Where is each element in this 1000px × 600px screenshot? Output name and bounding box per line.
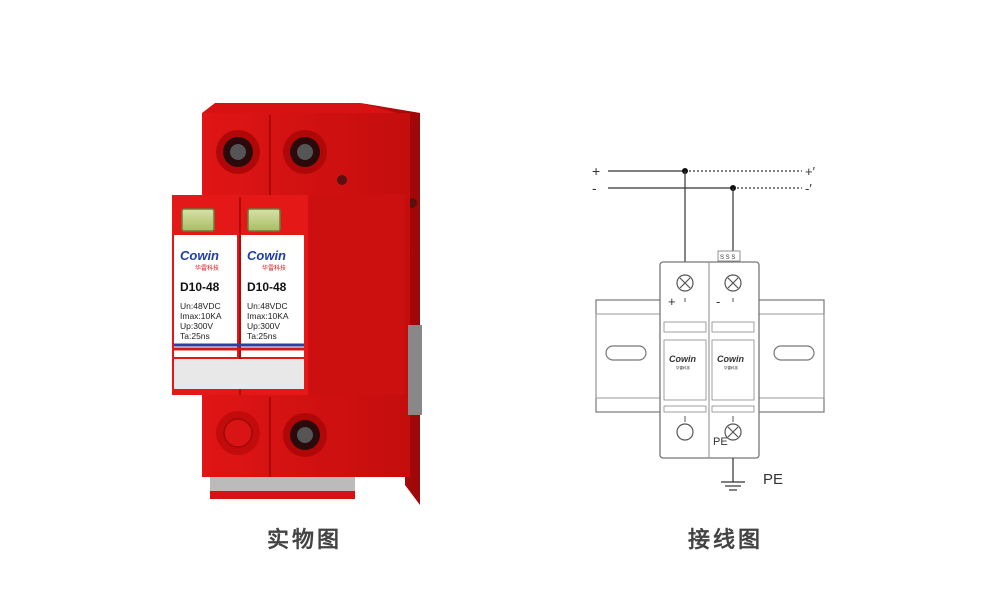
module-1-brand-sub: 华雷科技 (195, 264, 219, 272)
ground-icon (721, 481, 745, 491)
module-1-model: D10-48 (180, 280, 220, 294)
module-2-model: D10-48 (247, 280, 287, 294)
module-2-spec-3: Up:300V (247, 321, 280, 331)
line-minus-in-label: - (592, 180, 597, 196)
module-1-spec-1: Un:48VDC (180, 301, 221, 311)
terminal-minus-label: - (716, 294, 720, 309)
label-panel-1 (174, 235, 237, 357)
module-1-spec-3: Up:300V (180, 321, 213, 331)
pe-ground-label: PE (763, 471, 783, 488)
module-2-spec-4: Ta:25ns (247, 331, 277, 341)
status-window-2 (247, 208, 281, 232)
device-brand-2: Cowin (717, 354, 744, 364)
product-illustration: Cowin 华雷科技 D10-48 Un:48VDC Imax:10KA Up:… (172, 103, 422, 505)
label-panel-2 (241, 235, 304, 357)
pe-inner-label: PE (713, 436, 728, 448)
module-1-brand: Cowin (180, 248, 219, 263)
din-clip (408, 325, 422, 415)
terminal-open-icon (676, 423, 694, 441)
caption-product-photo: 实物图 (267, 528, 343, 553)
line-minus-out-label: -′ (805, 181, 812, 196)
device-brand-sub-2: 华雷科技 (724, 365, 738, 370)
caption-wiring-diagram: 接线图 (688, 528, 764, 553)
spd-device: + - Cowin Cowin 华雷科技 华雷科技 PE (659, 261, 760, 459)
wiring-diagram: + - +′ -′ S S S + - Cowin Cowin 华雷科技 (592, 163, 825, 491)
module-2-spec-2: Imax:10KA (247, 311, 289, 321)
device-brand-sub-1: 华雷科技 (676, 365, 690, 370)
status-window-1 (181, 208, 215, 232)
module-2-brand-sub: 华雷科技 (262, 264, 286, 272)
module-1-spec-4: Ta:25ns (180, 331, 210, 341)
module-2-brand: Cowin (247, 248, 286, 263)
module-1-spec-2: Imax:10KA (180, 311, 222, 321)
line-plus-out-label: +′ (805, 164, 816, 179)
status-indicator-label: S S S (720, 255, 735, 261)
device-brand-1: Cowin (669, 354, 696, 364)
module-2-spec-1: Un:48VDC (247, 301, 288, 311)
terminal-plus-label: + (668, 294, 676, 309)
bottom-housing (202, 395, 410, 499)
line-plus-in-label: + (592, 163, 600, 179)
